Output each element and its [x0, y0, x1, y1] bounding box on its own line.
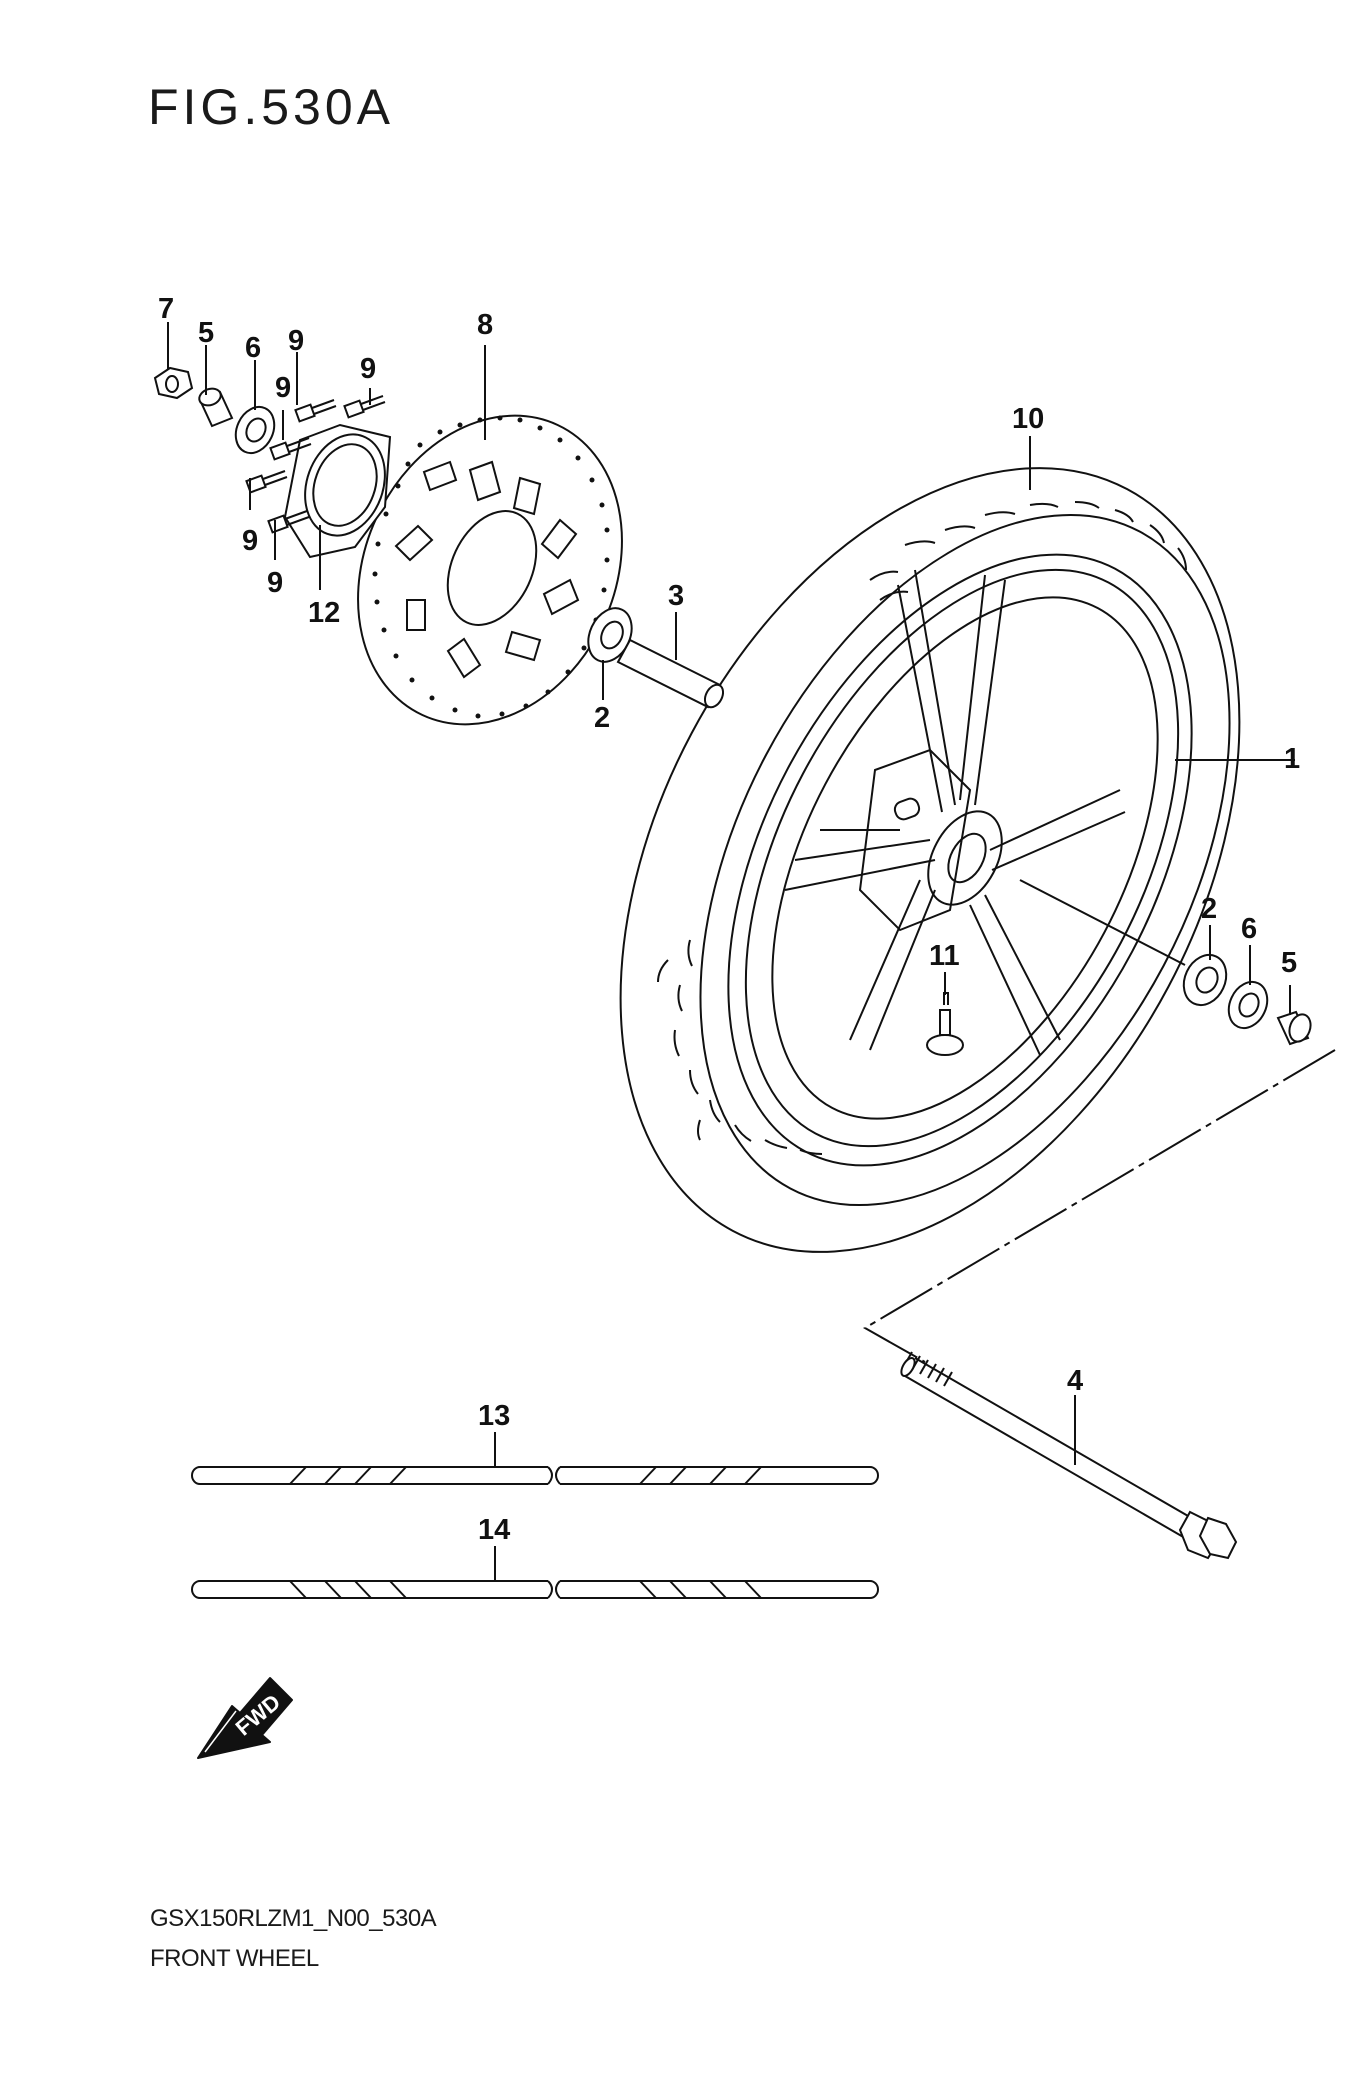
callout-9-c: 9: [275, 372, 291, 404]
collar-right[interactable]: [1276, 1010, 1314, 1046]
callout-13: 13: [478, 1400, 510, 1432]
spacer[interactable]: [616, 638, 727, 710]
fwd-arrow-icon: FWD: [197, 1677, 293, 1759]
callout-5-left: 5: [198, 317, 214, 349]
callout-9-b: 9: [360, 353, 376, 385]
diagram-code: GSX150RLZM1_N00_530A: [150, 1905, 437, 1932]
valve[interactable]: [926, 992, 964, 1056]
axle[interactable]: [899, 1351, 1238, 1560]
figure-title: FIG.530A: [148, 79, 394, 135]
callout-9-e: 9: [267, 567, 283, 599]
brake-disc[interactable]: [309, 372, 671, 768]
callout-6-right: 6: [1241, 913, 1257, 945]
sensor-ring[interactable]: [283, 423, 398, 559]
callouts: 7 5 6 9 9 9 9 9 12 8 10 3 2 1 2 6 5 11 4…: [158, 293, 1300, 1546]
callout-2-left: 2: [594, 702, 610, 734]
collar-left[interactable]: [197, 386, 234, 428]
leader-lines: [167, 322, 1295, 1581]
bolts[interactable]: [245, 395, 386, 534]
wheel-rim[interactable]: [633, 477, 1287, 1243]
callout-4: 4: [1067, 1365, 1083, 1397]
callout-8: 8: [477, 309, 493, 341]
callout-5-right: 5: [1281, 947, 1297, 979]
callout-2-right: 2: [1201, 893, 1217, 925]
callout-10: 10: [1012, 403, 1044, 435]
tape-13[interactable]: [191, 1466, 879, 1485]
diagram-name: FRONT WHEEL: [150, 1945, 319, 1972]
callout-11: 11: [929, 940, 960, 972]
callout-14: 14: [478, 1514, 510, 1546]
bearing-right[interactable]: [1176, 948, 1234, 1012]
callout-6-left: 6: [245, 332, 261, 364]
callout-7: 7: [158, 293, 174, 325]
oil-seal-right[interactable]: [1222, 976, 1275, 1035]
callout-3: 3: [668, 580, 684, 612]
oil-seal-left[interactable]: [229, 401, 282, 460]
tape-14[interactable]: [191, 1580, 879, 1599]
callout-12: 12: [308, 597, 340, 629]
callout-1: 1: [1284, 743, 1300, 775]
callout-9-d: 9: [242, 525, 258, 557]
callout-9-a: 9: [288, 325, 304, 357]
axle-nut[interactable]: [153, 366, 194, 400]
